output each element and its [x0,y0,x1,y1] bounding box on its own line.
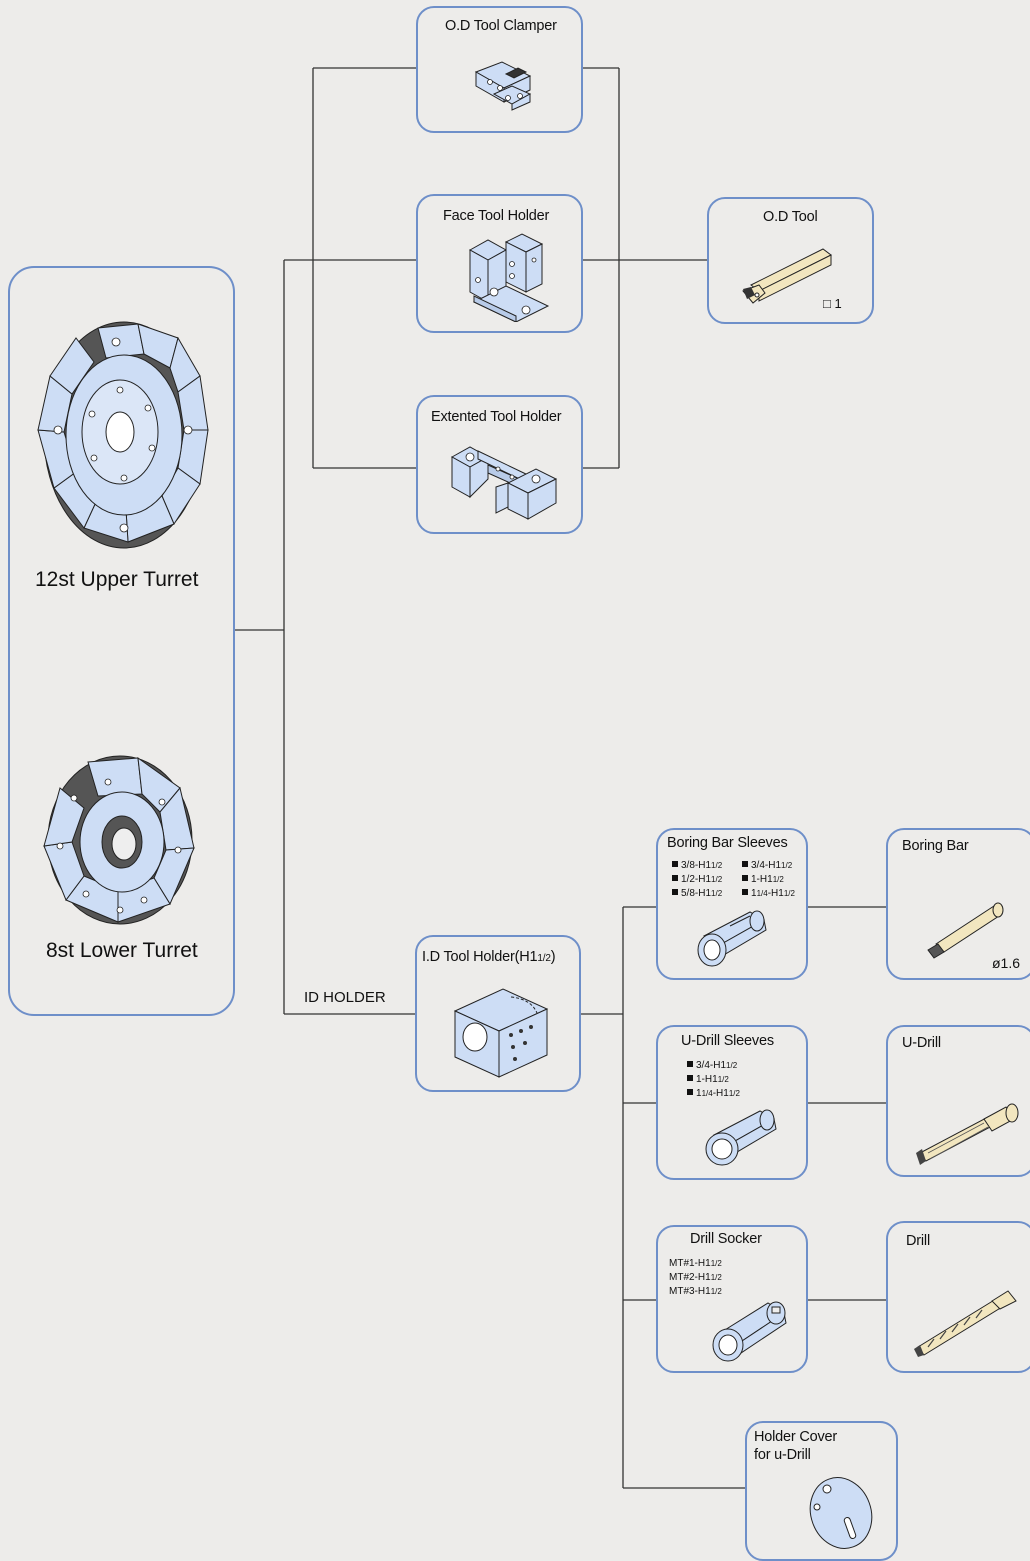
od-tool-card[interactable]: O.D Tool □ 1 [707,197,874,324]
card-title: O.D Tool [763,209,818,225]
boring-bar-spec: ø1.6 [992,955,1021,971]
card-title: Boring Bar [902,838,969,854]
u-drill-sleeve-icon [705,1109,777,1166]
boring-bar-sleeves-card[interactable]: Boring Bar Sleeves 3/8-H11/2 3/4-H11/2 1… [656,828,808,980]
socket-spec: MT#2-H11/2 [669,1272,722,1283]
tool-clamper-icon [474,61,532,111]
lower-turret-label: 8st Lower Turret [46,939,198,962]
sleeve-spec: 1-H11/2 [742,873,784,887]
sleeve-spec: 3/4-H11/2 [742,859,792,873]
face-tool-holder-card[interactable]: Face Tool Holder [416,194,583,333]
holder-cover-icon [809,1477,873,1549]
drill-card[interactable]: Drill [886,1221,1030,1373]
sleeve-spec: 1/2-H11/2 [672,873,722,887]
card-title: Holder Cover for u-Drill [754,1429,838,1463]
id-holder-icon [453,988,549,1078]
card-title: I.D Tool Holder(H11/2) [422,949,556,965]
od-tool-clamper-card[interactable]: O.D Tool Clamper [416,6,583,133]
card-title: Extented Tool Holder [431,409,562,425]
card-title: Drill [906,1233,930,1249]
u-drill-sleeves-card[interactable]: U-Drill Sleeves 3/4-H11/2 1-H11/2 11/4-H… [656,1025,808,1180]
card-title: O.D Tool Clamper [445,18,557,34]
boring-bar-card[interactable]: Boring Bar ø1.6 [886,828,1030,980]
od-tool-icon [742,248,832,304]
face-holder-icon [468,233,550,322]
card-title: U-Drill Sleeves [681,1033,774,1049]
drill-socket-icon [712,1301,787,1362]
u-drill-card[interactable]: U-Drill [886,1025,1030,1177]
id-tool-holder-card[interactable]: I.D Tool Holder(H11/2) [415,935,581,1092]
drill-icon [914,1290,1017,1357]
card-title: Face Tool Holder [443,208,550,224]
drill-socket-card[interactable]: Drill Socker MT#1-H11/2 MT#2-H11/2 MT#3-… [656,1225,808,1373]
upper-turret-label: 12st Upper Turret [35,568,199,591]
boring-sleeve-icon [697,910,767,967]
u-drill-icon [916,1103,1019,1165]
sleeve-spec: 11/4-H11/2 [742,887,795,901]
card-title: Drill Socker [690,1231,762,1247]
lower-turret-icon [43,755,195,925]
od-tool-spec: □ 1 [823,296,842,311]
id-holder-branch-label: ID HOLDER [304,989,386,1006]
turret-panel: 12st Upper Turret 8st Lower Turret [8,266,235,1016]
socket-spec: MT#1-H11/2 [669,1258,722,1269]
sleeve-spec: 3/4-H11/2 [687,1059,737,1073]
extended-tool-holder-card[interactable]: Extented Tool Holder [416,395,583,534]
boring-bar-icon [927,902,1004,959]
sleeve-spec: 11/4-H11/2 [687,1087,740,1101]
card-title: Boring Bar Sleeves [667,835,788,851]
sleeve-spec: 5/8-H11/2 [672,887,722,901]
upper-turret-icon [37,321,209,549]
extended-holder-icon [450,446,558,520]
socket-spec: MT#3-H11/2 [669,1286,722,1297]
sleeve-spec: 1-H11/2 [687,1073,729,1087]
sleeve-spec: 3/8-H11/2 [672,859,722,873]
card-title: U-Drill [902,1035,941,1051]
holder-cover-card[interactable]: Holder Cover for u-Drill [745,1421,898,1561]
